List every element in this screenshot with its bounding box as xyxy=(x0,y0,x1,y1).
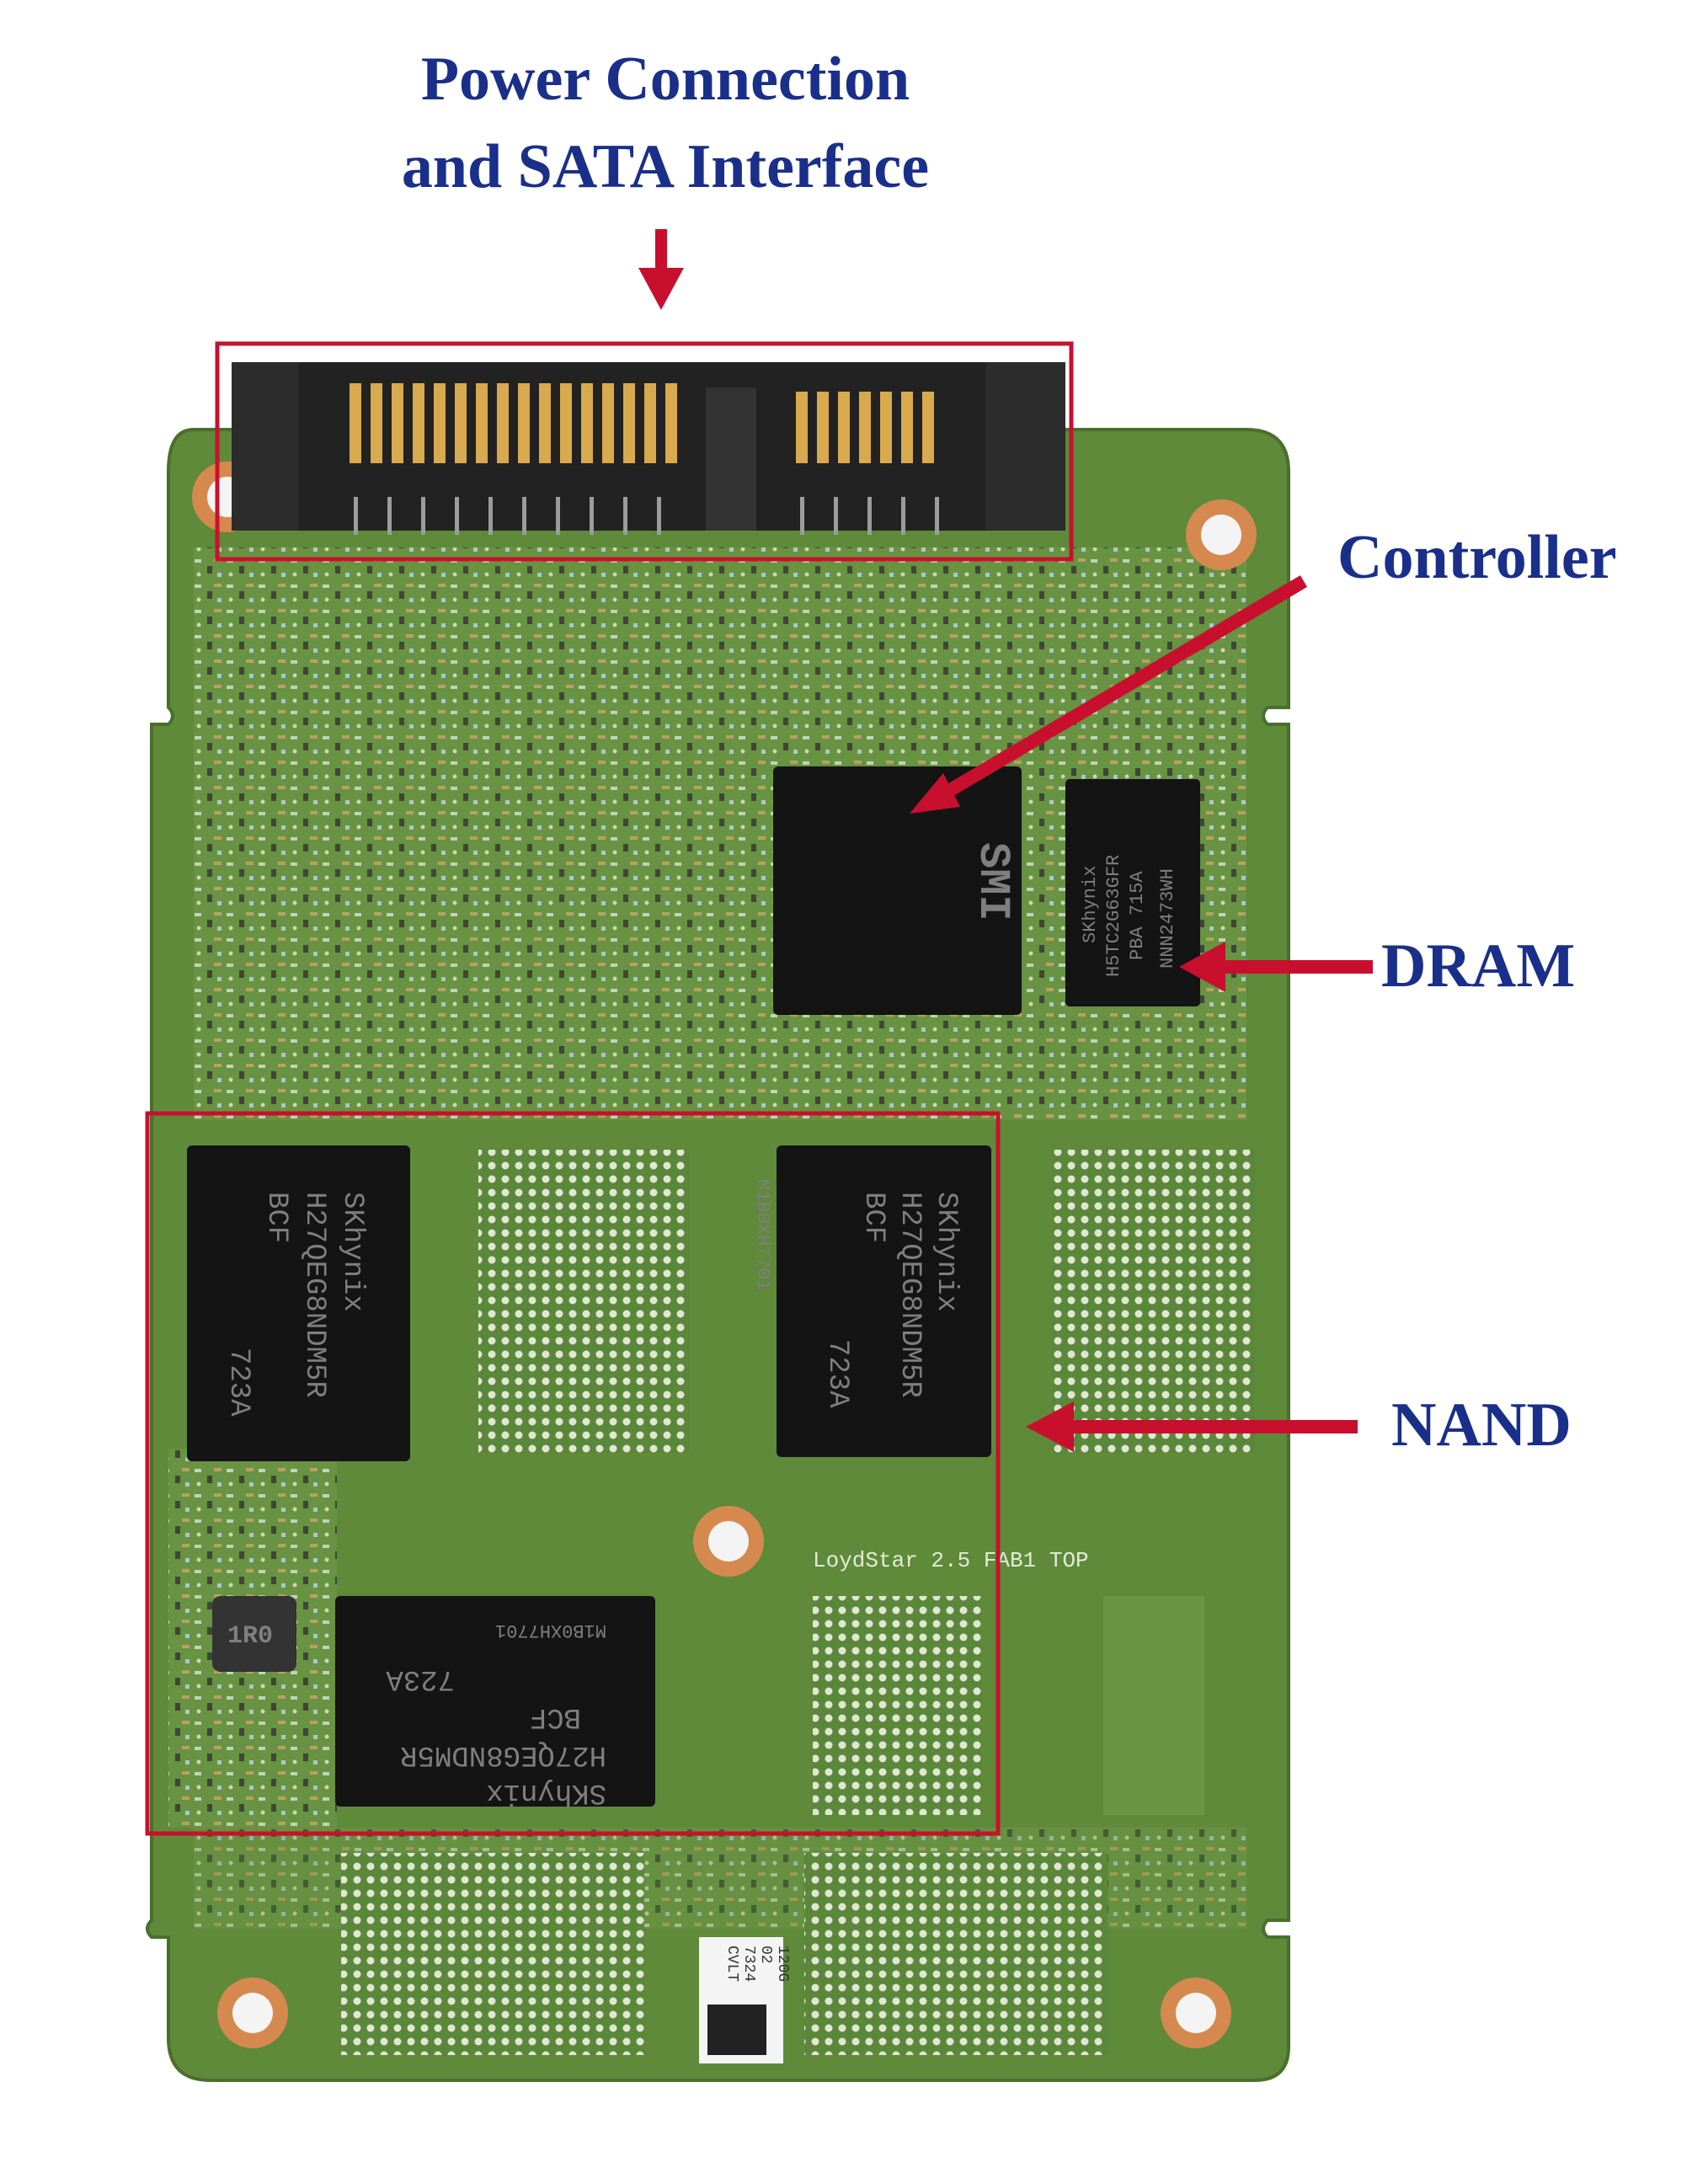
controller-chip: SMI xyxy=(773,766,1022,1015)
nand3-line4: 723A xyxy=(386,1663,455,1695)
nand1-line2: H27QEG8NDM5R xyxy=(298,1192,330,1398)
board-silkscreen: LoydStar 2.5 FAB1 TOP xyxy=(813,1548,1089,1573)
dram-marking-line2: H5TC2G63GFR xyxy=(1103,855,1124,977)
sata-connector xyxy=(232,362,1065,535)
nand1-line3: BCF xyxy=(260,1192,292,1243)
nand-chip-bottom: M1B0XH7701 723A BCF H27QEG8NDM5R SKhynix xyxy=(335,1596,655,1808)
nand3-line3: BCF xyxy=(530,1700,581,1732)
nand-chip-top-left: SKhynix H27QEG8NDM5R BCF 723A xyxy=(187,1145,410,1461)
power-label-line1: Power Connection xyxy=(420,45,910,114)
dram-marking-line3: PBA 715A xyxy=(1127,871,1148,960)
controller-arrow xyxy=(910,575,1308,814)
dram-arrow xyxy=(1179,942,1373,992)
dram-chip: SKhynix H5TC2G63GFR PBA 715A NNN2473WH xyxy=(1065,779,1200,1006)
power-label-line2: and SATA Interface xyxy=(401,132,930,201)
nand-footprint-empty-5 xyxy=(341,1853,644,2055)
mounting-hole-bottom-left xyxy=(217,1978,288,2048)
sata-solder-leads xyxy=(354,497,939,535)
nand3-line2: H27QEG8NDM5R xyxy=(400,1738,606,1770)
label-sticker: CVLT 7324 02 120G xyxy=(699,1937,791,2063)
nand-label: NAND xyxy=(1391,1391,1572,1460)
inductor-marking: 1R0 xyxy=(227,1622,273,1651)
sata-arrow xyxy=(638,229,684,310)
sticker-line4: 120G xyxy=(774,1946,791,1982)
nand1-line4: 723A xyxy=(222,1348,254,1417)
sticker-line2: 7324 xyxy=(740,1946,757,1982)
nand-footprint-empty-4 xyxy=(1103,1596,1204,1815)
dram-label: DRAM xyxy=(1381,932,1576,1001)
nand-footprint-empty-1 xyxy=(478,1150,689,1453)
nand-footprint-empty-2 xyxy=(1053,1150,1255,1453)
sticker-line3: 02 xyxy=(757,1946,774,1964)
sticker-line1: CVLT xyxy=(723,1946,740,1982)
sata-data-pins xyxy=(796,392,934,463)
controller-label: Controller xyxy=(1337,523,1617,592)
nand2-line2: H27QEG8NDM5R xyxy=(894,1192,926,1398)
nand-highlight-box xyxy=(145,1111,1001,1836)
inductor: 1R0 xyxy=(212,1596,296,1672)
nand3-line1: SKhynix xyxy=(486,1776,606,1808)
sata-power-pins xyxy=(350,383,677,463)
nand2-lot: M1B0XH7701 xyxy=(752,1179,773,1290)
mounting-hole-top-right xyxy=(1186,499,1257,570)
mounting-hole-center xyxy=(693,1506,764,1577)
dram-marking-line4: NNN2473WH xyxy=(1157,868,1178,969)
dram-marking-line1: SKhynix xyxy=(1080,866,1101,943)
nand3-lot: M1B0XH7701 xyxy=(495,1620,606,1641)
sata-highlight-box xyxy=(215,341,1074,562)
nand-arrow xyxy=(1026,1401,1358,1452)
datamatrix-barcode xyxy=(707,2005,766,2055)
nand1-line1: SKhynix xyxy=(336,1192,368,1312)
controller-brand-text: SMI xyxy=(968,842,1017,921)
nand2-line4: 723A xyxy=(821,1339,853,1408)
nand-chip-top-right: SKhynix H27QEG8NDM5R BCF 723A M1B0XH7701 xyxy=(752,1145,991,1457)
nand2-line1: SKhynix xyxy=(930,1192,962,1312)
nand-footprint-empty-3 xyxy=(813,1596,981,1815)
nand2-line3: BCF xyxy=(857,1192,889,1243)
mounting-hole-bottom-right xyxy=(1161,1978,1231,2048)
nand-footprint-empty-6 xyxy=(804,1853,1108,2055)
power-connection-label: Power Connection and SATA Interface xyxy=(362,35,969,211)
